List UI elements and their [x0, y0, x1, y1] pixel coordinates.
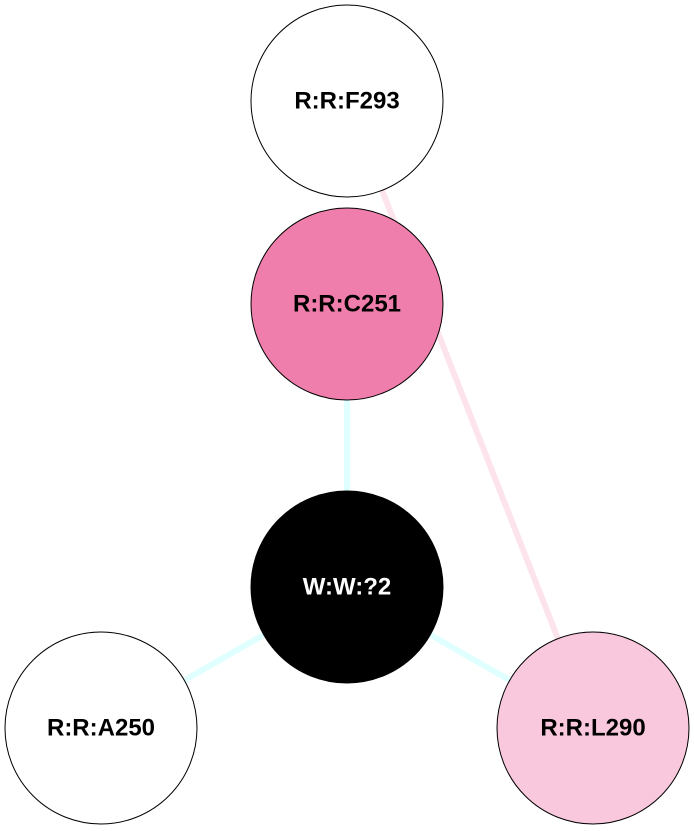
- node-w2[interactable]: W:W:?2: [250, 490, 444, 684]
- node-c251[interactable]: R:R:C251: [250, 207, 444, 401]
- edge-f293-l290: [344, 99, 596, 730]
- node-a250-circle: [4, 631, 198, 825]
- node-l290-circle: [496, 631, 690, 825]
- node-f293-label: R:R:F293: [294, 88, 399, 115]
- node-l290[interactable]: R:R:L290: [496, 631, 690, 825]
- node-w2-label: W:W:?2: [303, 574, 391, 601]
- node-c251-circle: [250, 207, 444, 401]
- node-f293[interactable]: R:R:F293: [250, 4, 444, 198]
- node-w2-circle: [250, 490, 444, 684]
- nodes-layer: R:R:F293 R:R:C251 W:W:?2 R:R:A250 R:R:L2…: [4, 4, 690, 825]
- node-a250[interactable]: R:R:A250: [4, 631, 198, 825]
- node-c251-label: R:R:C251: [293, 291, 401, 318]
- node-l290-label: R:R:L290: [540, 715, 645, 742]
- node-a250-label: R:R:A250: [47, 715, 155, 742]
- node-f293-circle: [250, 4, 444, 198]
